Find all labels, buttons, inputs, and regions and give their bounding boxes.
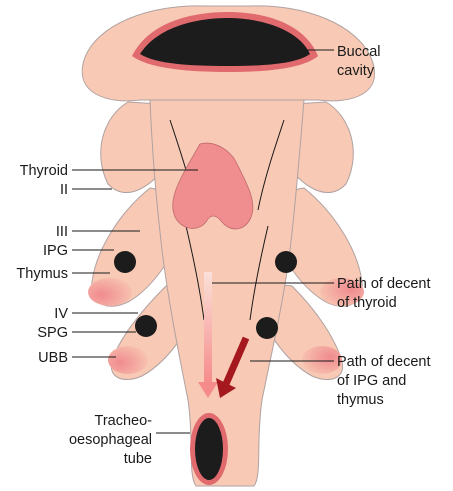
ipg-right (275, 251, 297, 273)
label-spg: SPG (37, 325, 68, 341)
label-path-ipg-3: thymus (337, 392, 384, 408)
tube-lumen (195, 418, 223, 480)
spg-right (256, 317, 278, 339)
label-thymus: Thymus (16, 266, 68, 282)
label-ubb: UBB (38, 350, 68, 366)
label-arch-iii: III (56, 224, 68, 240)
label-path-ipg-2: of IPG and (337, 373, 406, 389)
thymus-left (88, 278, 132, 306)
label-path-thyroid-1: Path of decent (337, 276, 431, 292)
label-thyroid: Thyroid (20, 163, 68, 179)
label-trach-1: Tracheo- (95, 413, 153, 429)
label-path-thyroid-2: of thyroid (337, 295, 397, 311)
label-buccal-2: cavity (337, 63, 375, 79)
spg-left (135, 315, 157, 337)
label-path-ipg-1: Path of decent (337, 354, 431, 370)
label-trach-2: oesophageal (69, 432, 152, 448)
ubb-left (108, 346, 148, 374)
label-arch-ii: II (60, 182, 68, 198)
label-trach-3: tube (124, 451, 152, 467)
label-buccal-1: Buccal (337, 44, 381, 60)
label-ipg: IPG (43, 243, 68, 259)
ipg-left (114, 251, 136, 273)
ubb-right (302, 346, 342, 374)
label-arch-iv: IV (54, 306, 68, 322)
